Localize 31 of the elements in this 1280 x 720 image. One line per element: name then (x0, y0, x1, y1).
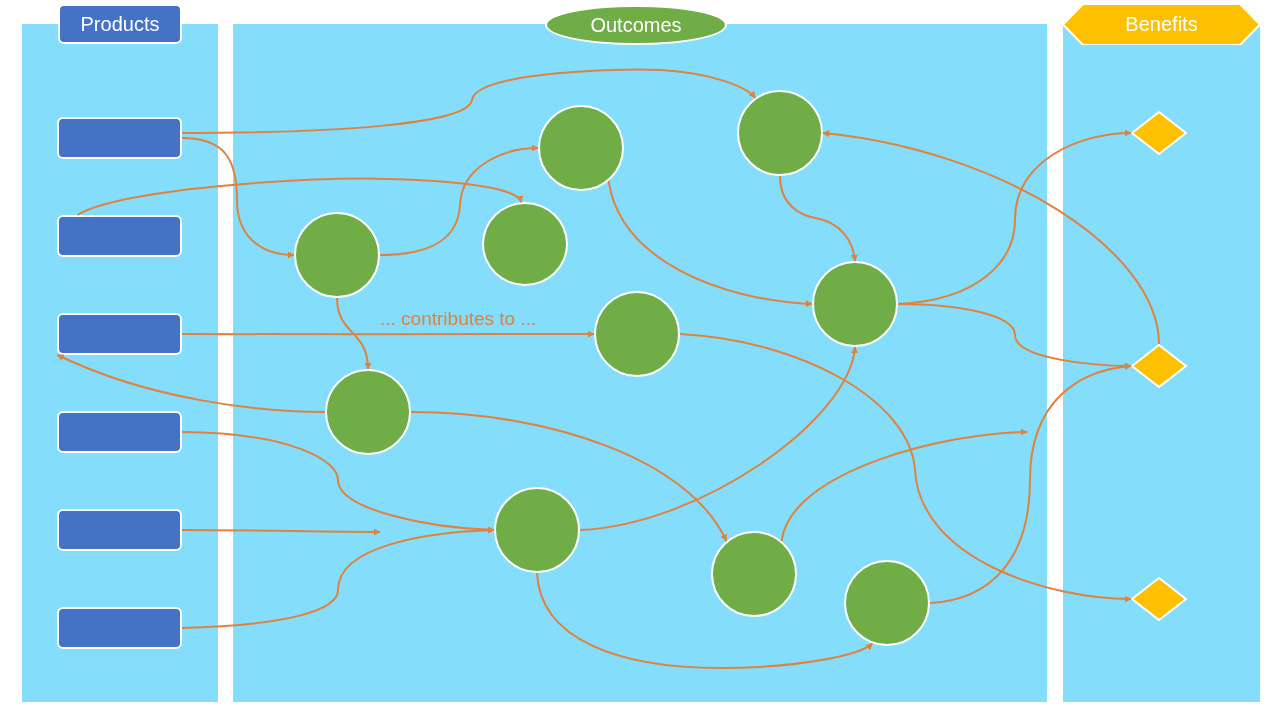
arrow (379, 144, 539, 256)
arrow (929, 363, 1132, 604)
arrow (536, 572, 874, 669)
benefit-diamond (1131, 111, 1187, 155)
arrow (780, 428, 1028, 543)
benefit-diamond (1131, 344, 1187, 388)
header-label: Outcomes (545, 5, 727, 45)
arrow (181, 528, 381, 536)
product-box (57, 509, 182, 551)
arrow (181, 68, 757, 134)
arrow (779, 175, 858, 262)
product-box (57, 117, 182, 159)
arrow (607, 179, 813, 307)
product-box (57, 215, 182, 257)
arrow (181, 137, 295, 259)
arrow (579, 346, 858, 531)
arrow (336, 297, 372, 370)
header-banner: Benefits (1063, 4, 1260, 45)
arrow (76, 177, 523, 216)
product-box (57, 607, 182, 649)
header-label: Products (58, 4, 182, 44)
arrow (410, 411, 728, 543)
arrow (181, 330, 595, 338)
arrow (897, 303, 1132, 370)
arrow (822, 130, 1160, 345)
arrow (56, 354, 326, 413)
arrow (679, 333, 1132, 603)
product-box (57, 411, 182, 453)
product-box (57, 313, 182, 355)
benefit-diamond (1131, 577, 1187, 621)
arrow (181, 526, 495, 629)
